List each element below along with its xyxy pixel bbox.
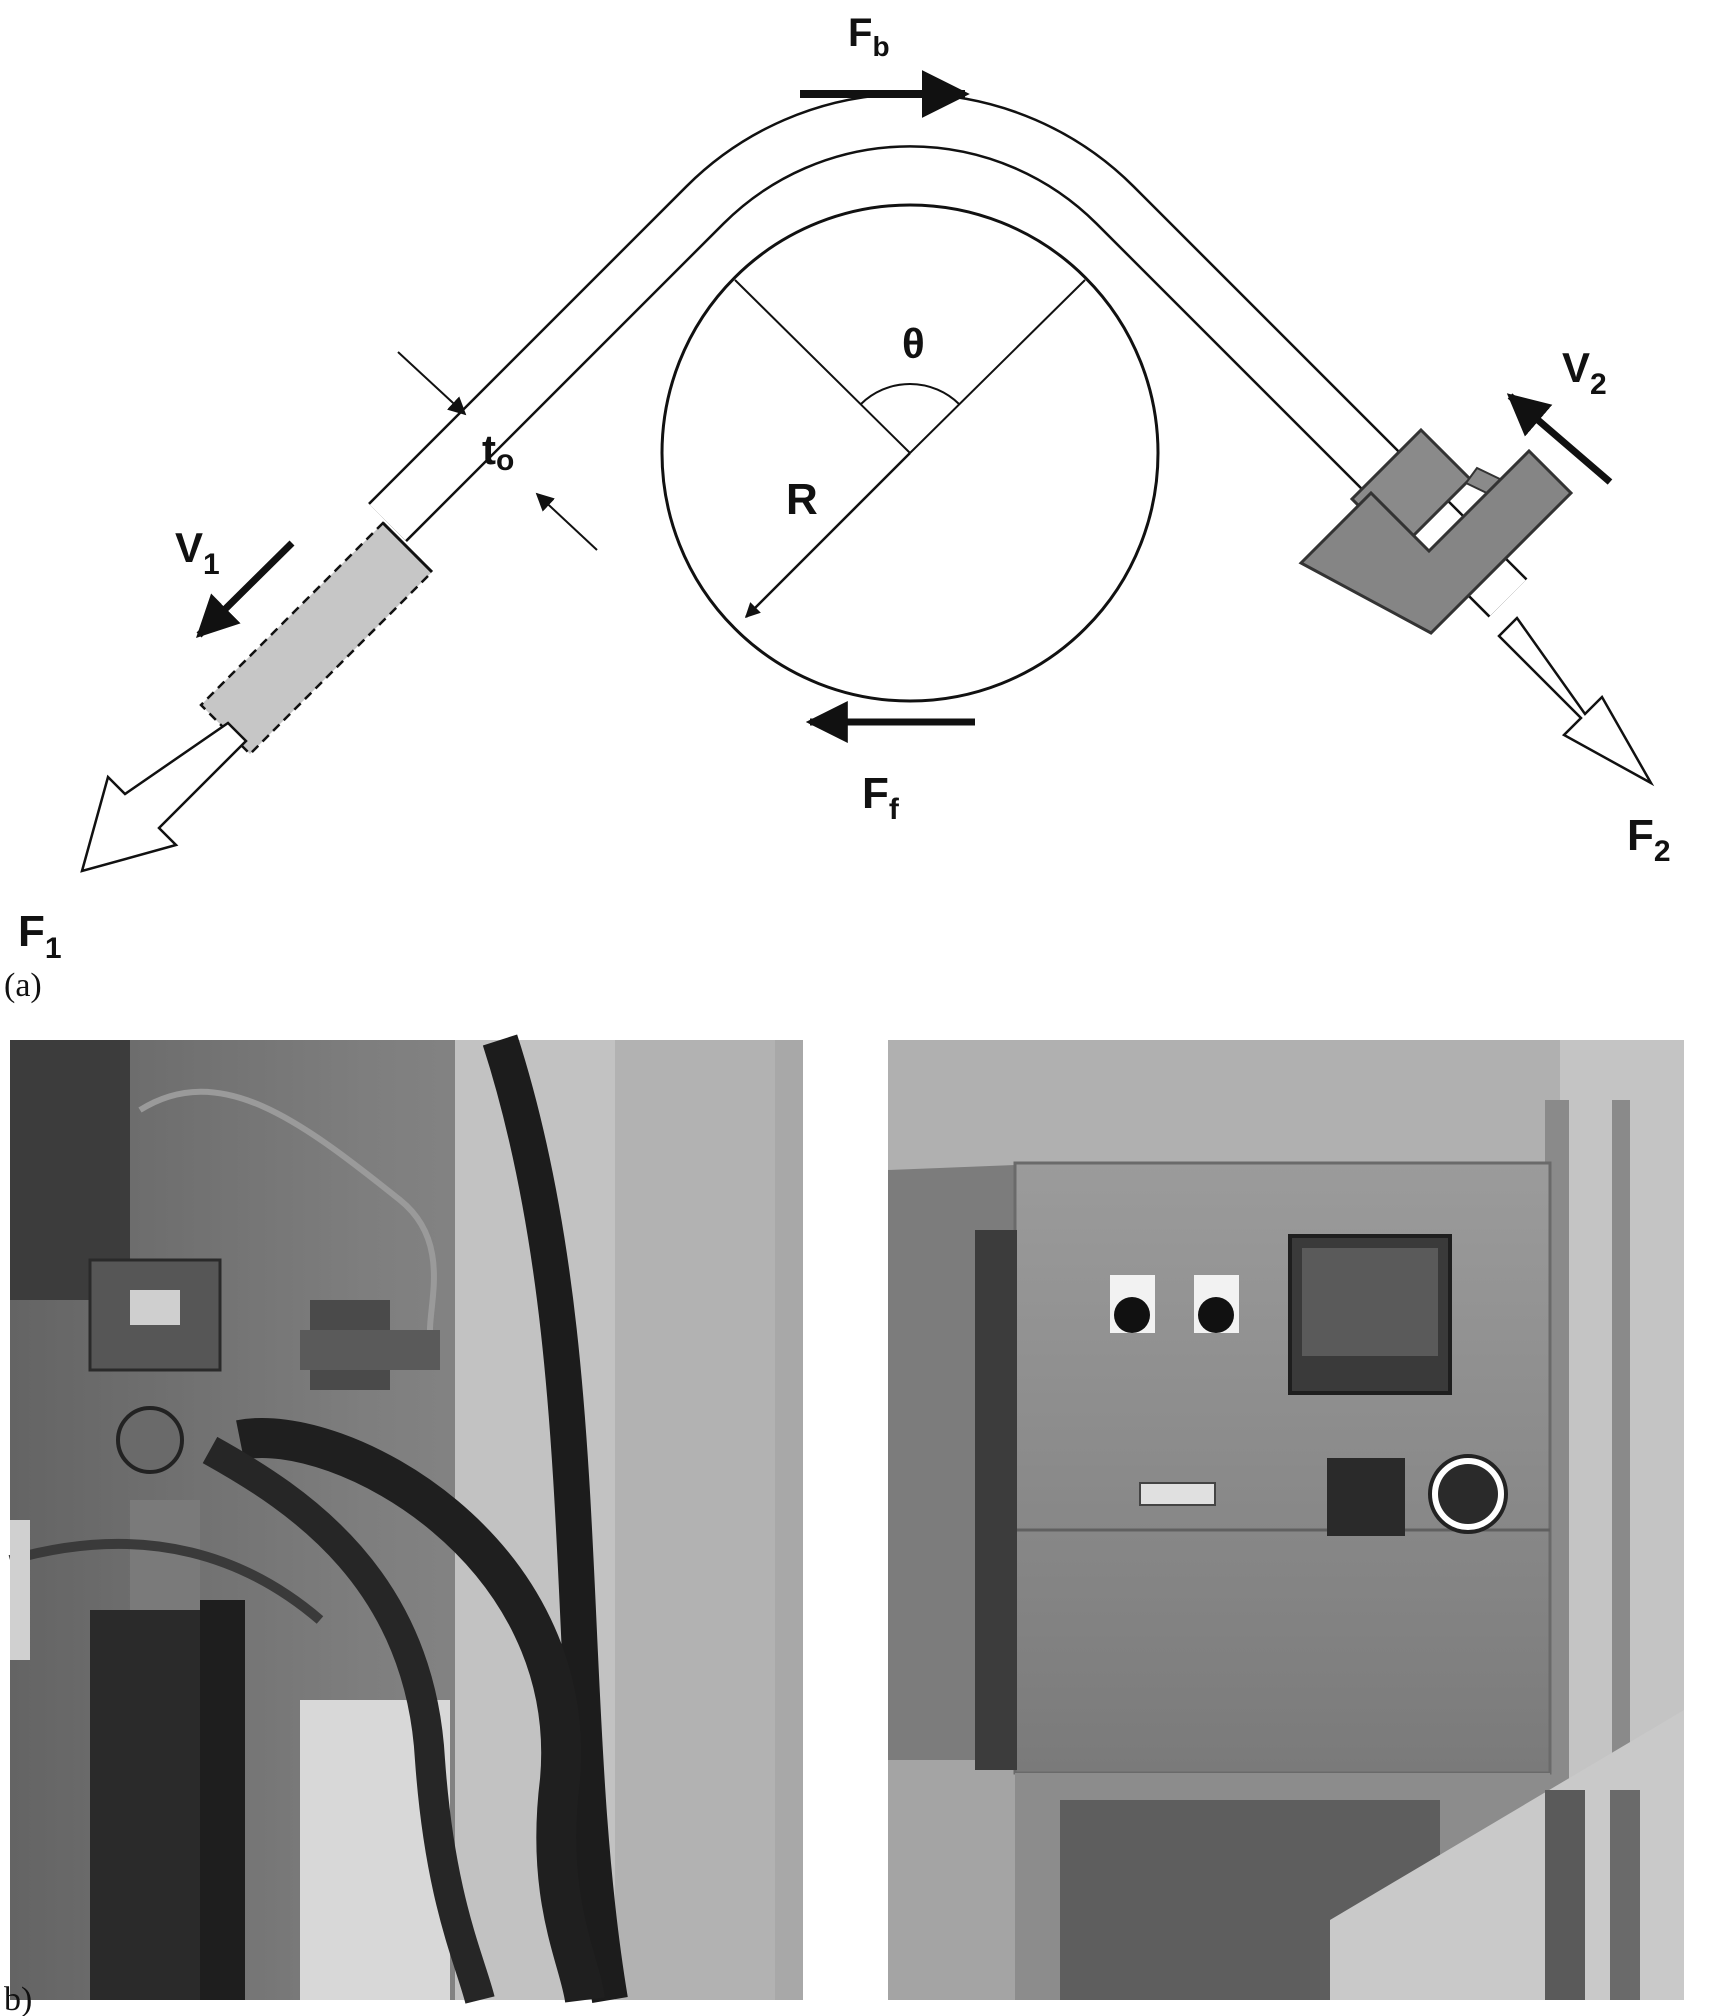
specimen-edge [381,521,434,574]
sheet-strip-inner [369,95,1526,616]
label-fb: Fb [848,11,890,62]
label-f2: F2 [1627,811,1671,868]
f1-open-arrow [80,721,248,873]
theta-arc [860,382,960,405]
label-v2: V2 [1562,344,1607,401]
label-to: to [482,426,514,477]
radius-arrow [744,452,911,619]
photo-right [888,1040,1684,2000]
label-ff: Ff [862,769,900,826]
radius-line-right [909,279,1086,454]
thickness-arrow-upper [397,351,467,416]
caption-b: b) [4,1981,32,2016]
radius-line-left [734,279,911,454]
v1-arrow [196,540,295,638]
photo-left [8,1034,803,2004]
specimen-section [199,521,434,756]
f2-open-arrow [1497,616,1655,787]
label-v1: V1 [175,524,220,581]
v2-arrow [1506,393,1613,485]
label-f1: F1 [18,907,62,965]
right-grip [1298,427,1574,635]
schematic-a: Fb Ff F1 F2 V1 V2 to θ R [18,11,1671,965]
thickness-arrow-lower [535,492,598,551]
caption-a: (a) [4,967,42,1004]
label-theta: θ [902,320,925,367]
label-r: R [786,475,818,524]
